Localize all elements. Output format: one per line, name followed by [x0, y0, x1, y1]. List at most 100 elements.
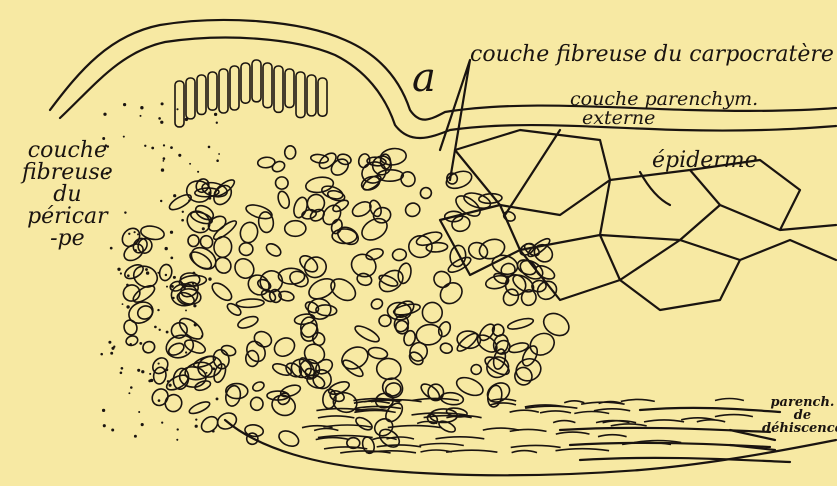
stipple-dot: [122, 303, 124, 305]
tissue-fibre: [621, 399, 655, 401]
stipple-dot: [146, 271, 149, 274]
stipple-dot: [208, 277, 211, 280]
label-epiderme: épiderme: [652, 150, 758, 172]
label-a: a: [412, 58, 436, 98]
tissue-cell: [338, 343, 371, 373]
stipple-dot: [193, 304, 196, 307]
tissue-cell: [163, 332, 196, 362]
tissue-cell: [408, 235, 432, 257]
tissue-fibre: [355, 406, 401, 408]
tissue-fibre: [373, 438, 397, 440]
stipple-dot: [161, 422, 163, 424]
palisade-cell: [197, 75, 206, 114]
tissue-cell: [271, 160, 287, 174]
tissue-cell: [250, 397, 263, 411]
tissue-cell: [445, 172, 458, 186]
stipple-dot: [171, 285, 174, 288]
stipple-dot: [172, 297, 174, 299]
stipple-dot: [139, 342, 142, 345]
tissue-cell: [508, 341, 529, 354]
tissue-cell: [264, 241, 283, 258]
stipple-dot: [170, 146, 173, 149]
tissue-cell: [194, 379, 212, 392]
stipple-dot: [144, 145, 146, 147]
palisade-cell: [307, 75, 316, 116]
tissue-cell: [285, 146, 296, 159]
stipple-dot: [195, 418, 197, 420]
stipple-dot: [117, 268, 120, 271]
tissue-cell: [236, 314, 259, 330]
stipple-dot: [166, 286, 168, 288]
tissue-fibre: [316, 438, 350, 440]
stipple-dot: [160, 200, 162, 202]
tissue-fibre: [511, 445, 561, 447]
tissue-cell: [231, 255, 258, 282]
stipple-dot: [141, 423, 144, 426]
tissue-fibre: [540, 411, 571, 413]
tissue-fibre: [419, 444, 463, 446]
stipple-dot: [163, 144, 165, 146]
stipple-dot: [108, 341, 111, 344]
stipple-dot: [201, 335, 203, 337]
stipple-dot: [123, 136, 125, 138]
palisade-cell: [186, 78, 195, 119]
stipple-dot: [154, 326, 157, 329]
stipple-dot: [130, 386, 133, 389]
tissue-cell: [212, 362, 228, 383]
stipple-dot: [167, 380, 169, 382]
label-dehiscence-line3: déhiscence: [762, 422, 837, 435]
tissue-cell: [358, 214, 391, 244]
tissue-cell: [279, 383, 302, 399]
tissue-cell: [437, 419, 457, 434]
stipple-dot: [216, 159, 219, 162]
label-pericarpe: couche fibreuse du péricar -pe: [22, 140, 113, 250]
stipple-dot: [134, 435, 137, 438]
tissue-cell: [512, 365, 535, 388]
stipple-dot: [123, 103, 126, 106]
stipple-dot: [120, 372, 123, 375]
tissue-cell: [119, 225, 143, 250]
tissue-cell: [122, 318, 139, 336]
tissue-cell: [163, 392, 184, 414]
palisade-cell: [296, 72, 305, 118]
palisade-cell: [208, 72, 217, 110]
stipple-dot: [103, 424, 106, 427]
stipple-dot: [150, 379, 153, 382]
tissue-cell: [292, 196, 310, 220]
tissue-cell: [335, 224, 361, 248]
tissue-fibre: [510, 410, 539, 412]
tissue-fibre: [318, 416, 355, 418]
stipple-dot: [160, 121, 163, 124]
tissue-cell: [188, 400, 211, 416]
palisade-cell: [230, 66, 239, 110]
stipple-dot: [145, 268, 148, 271]
stipple-dot: [127, 274, 130, 277]
label-pericarpe-line4: péricar: [27, 206, 108, 228]
tissue-cell: [125, 335, 139, 347]
tissue-cell: [378, 273, 399, 288]
tissue-fibre: [644, 420, 684, 422]
stipple-dot: [140, 115, 142, 117]
tissue-fibre: [490, 403, 516, 405]
tissue-cell: [540, 309, 573, 340]
stipple-dot: [126, 284, 129, 287]
tissue-cell: [367, 346, 388, 360]
tissue-cell: [436, 279, 466, 308]
stipple-dot: [111, 429, 114, 432]
tissue-cell: [348, 250, 380, 280]
label-pericarpe-line2: fibreuse: [22, 162, 113, 184]
stipple-dot: [185, 351, 187, 353]
stipple-dot: [181, 219, 184, 222]
tissue-cell: [301, 254, 329, 281]
tissue-fibre: [594, 409, 630, 411]
stipple-dot: [208, 197, 211, 200]
stipple-dot: [161, 102, 164, 105]
stipple-dot: [188, 199, 190, 201]
tissue-cell: [274, 176, 289, 190]
stipple-dot: [126, 305, 129, 308]
label-parenchym: couche parenchym. externe: [570, 90, 758, 128]
palisade-cell: [285, 69, 294, 107]
tissue-fibre: [715, 415, 753, 417]
tissue-fibre: [564, 401, 584, 403]
stipple-dot: [157, 309, 159, 311]
